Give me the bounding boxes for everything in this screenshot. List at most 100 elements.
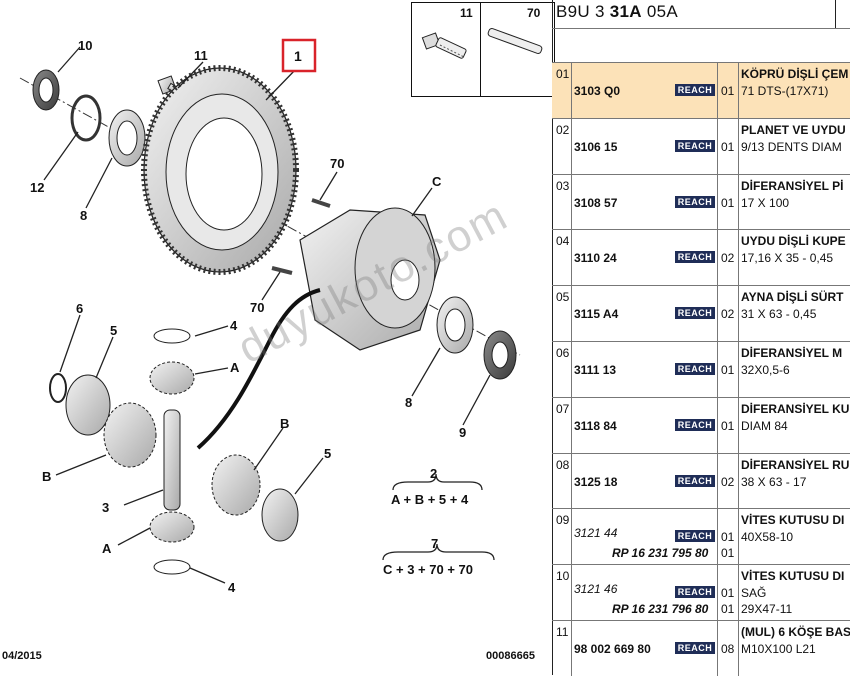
part-number: 3125 18	[574, 474, 618, 489]
quantity: 01	[721, 84, 735, 98]
callout-8-lower: 8	[405, 395, 412, 410]
bearing-lower	[436, 296, 474, 354]
pin-icon	[487, 28, 543, 54]
part-number: 3111 13	[574, 362, 617, 377]
quantity: 02	[721, 251, 735, 266]
thrust-washer-left	[65, 374, 111, 436]
column-divider	[571, 118, 572, 174]
column-divider	[571, 63, 572, 118]
part-number: 3121 46	[574, 582, 618, 597]
column-divider	[717, 509, 718, 565]
part-spec: 32X0,5-6	[741, 362, 790, 377]
part-number: 3110 24	[574, 251, 617, 266]
shim-ring	[70, 94, 102, 142]
column-divider	[738, 453, 739, 509]
thumb-pin[interactable]: 70	[481, 3, 554, 96]
column-divider	[738, 509, 739, 565]
quantity: 01	[721, 418, 735, 433]
reach-badge: REACH	[675, 641, 715, 654]
reach-badge: REACH	[675, 474, 715, 487]
reach-badge: REACH	[675, 418, 715, 431]
formula-1-parts: A + B + 5 + 4	[391, 492, 469, 507]
panel-divider	[552, 0, 553, 675]
svg-text:1: 1	[294, 48, 302, 64]
part-spec: M10X100 L21	[741, 641, 816, 656]
part-spec-extra: 29X47-11	[741, 602, 793, 617]
part-description: DİFERANSİYEL KU	[741, 401, 850, 416]
callout-b-left: B	[42, 469, 51, 484]
callout-70-bottom: 70	[250, 300, 264, 315]
oil-seal-lower	[483, 330, 517, 380]
reach-badge: REACH	[675, 530, 715, 543]
footer-ref: 00086665	[486, 650, 535, 662]
part-spec: 38 X 63 - 17	[741, 474, 807, 489]
oil-seal-upper	[32, 69, 60, 111]
callout-3: 3	[102, 500, 109, 515]
page-code: B9U 3 31A 05A	[556, 2, 679, 21]
column-divider	[717, 397, 718, 453]
column-divider	[717, 341, 718, 397]
column-divider	[738, 118, 739, 174]
part-number: 3118 84	[574, 418, 617, 433]
planet-shaft	[163, 409, 181, 511]
part-description: (MUL) 6 KÖŞE BAS	[741, 624, 850, 639]
quantity: 02	[721, 307, 735, 322]
quantity: 01	[721, 139, 735, 154]
reach-badge: REACH	[675, 362, 715, 375]
row-index: 11	[556, 624, 569, 639]
part-spec: 17 X 100	[741, 195, 790, 210]
row-index: 01	[556, 67, 570, 81]
column-divider	[738, 397, 739, 453]
column-divider	[717, 118, 718, 174]
thumb-bolt-number: 11	[460, 6, 473, 20]
callout-c: C	[432, 174, 442, 189]
quantity: 01	[721, 530, 735, 545]
callout-b-right: B	[280, 416, 289, 431]
part-description: DİFERANSİYEL Pİ	[741, 178, 844, 193]
callout-11: 11	[194, 48, 208, 63]
bearing-upper	[108, 109, 146, 167]
column-divider	[571, 509, 572, 565]
column-divider	[571, 620, 572, 676]
part-description: DİFERANSİYEL RU	[741, 457, 850, 472]
column-divider	[738, 174, 739, 230]
row-index: 10	[556, 569, 570, 584]
row-index: 03	[556, 178, 570, 193]
footer-date: 04/2015	[2, 650, 42, 662]
reach-badge: REACH	[675, 84, 715, 96]
alt-part-number: RP 16 231 795 80	[612, 546, 709, 561]
thumb-pin-number: 70	[527, 6, 541, 20]
column-divider	[738, 341, 739, 397]
planet-gear-bottom	[149, 511, 195, 543]
row-index: 05	[556, 290, 570, 305]
thumb-bolt[interactable]: 11	[412, 3, 481, 96]
part-spec: 31 X 63 - 0,45	[741, 307, 817, 322]
row-index: 06	[556, 345, 570, 360]
column-divider	[738, 286, 739, 341]
reach-badge: REACH	[675, 139, 715, 152]
callout-a-bottom: A	[102, 541, 112, 556]
part-description: PLANET VE UYDU	[741, 122, 846, 137]
callout-5-left: 5	[110, 323, 117, 338]
part-number: 3106 15	[574, 139, 618, 154]
part-number: 3103 Q0	[574, 84, 621, 98]
column-divider	[571, 453, 572, 509]
part-spec: 17,16 X 35 - 0,45	[741, 251, 834, 266]
part-description: VİTES KUTUSU DI	[741, 569, 845, 584]
formula-2-parts: C + 3 + 70 + 70	[383, 562, 473, 577]
callout-1-selected[interactable]: 1	[281, 38, 317, 73]
formula-1-total: 2	[430, 466, 437, 481]
part-spec: SAĞ	[741, 586, 767, 601]
callout-a-top: A	[230, 360, 240, 375]
